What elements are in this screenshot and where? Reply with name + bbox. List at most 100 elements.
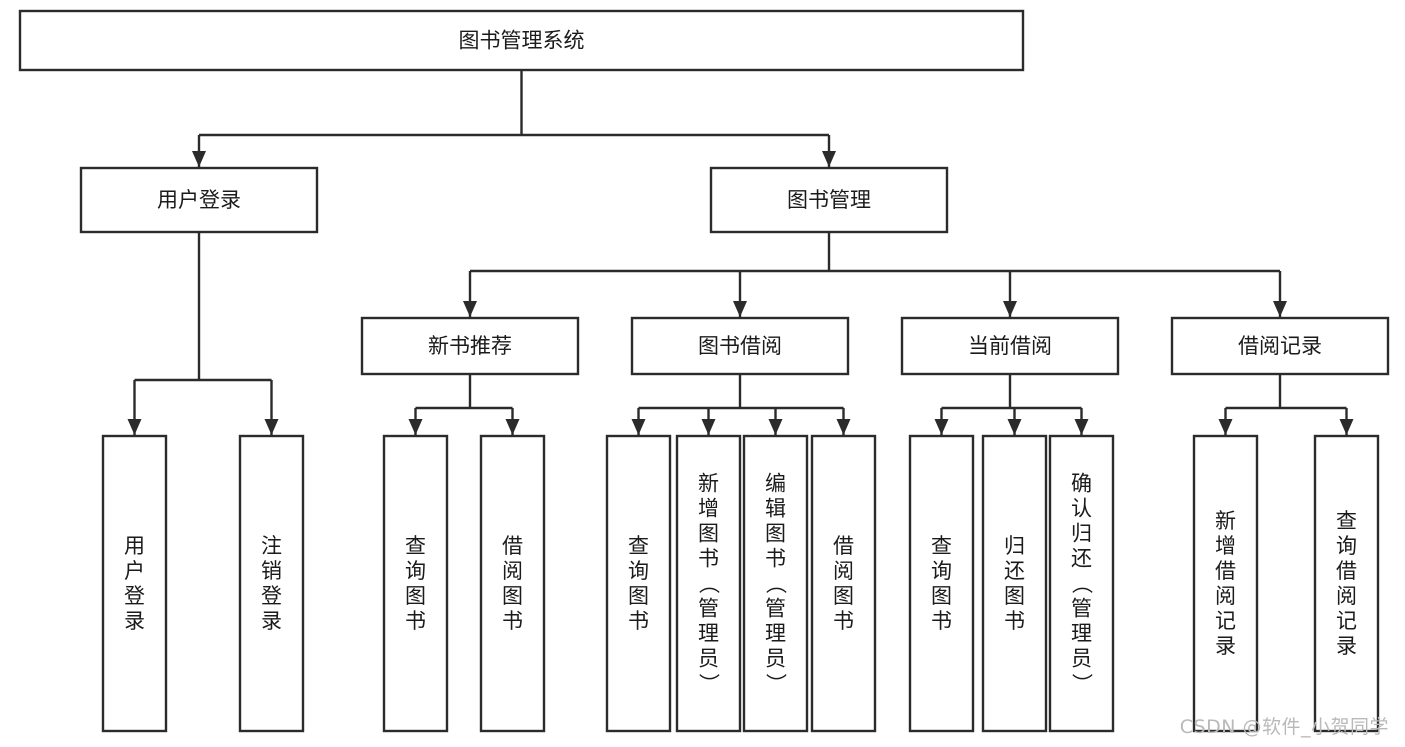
svg-text:借: 借: [833, 534, 854, 558]
connector-arrow-icon: [934, 419, 949, 435]
svg-text:登: 登: [261, 584, 282, 608]
node-leaf-logout-box[interactable]: [238, 434, 305, 733]
node-current-borrow-box[interactable]: [900, 316, 1120, 376]
connector-arrow-icon: [733, 301, 747, 317]
connector-arrow-icon: [631, 419, 646, 435]
node-leaf-query-borrow-record-box[interactable]: [1313, 434, 1380, 733]
connector-arrow-icon: [1003, 301, 1017, 317]
svg-text:图: 图: [405, 584, 426, 608]
connector-arrow-icon: [264, 419, 279, 435]
connector-arrow-icon: [836, 419, 851, 435]
node-book-manage-label: 图书管理: [787, 188, 871, 212]
node-root-label: 图书管理系统: [459, 29, 585, 53]
svg-text:图: 图: [502, 584, 523, 608]
svg-text:员: 员: [765, 647, 786, 671]
svg-text:图: 图: [698, 522, 719, 546]
node-layer: 图书管理系统用户登录图书管理新书推荐图书借阅当前借阅借阅记录用户登录注销登录查询…: [18, 9, 1390, 733]
svg-text:书: 书: [931, 609, 952, 633]
node-leaf-add-borrow-record-box[interactable]: [1192, 434, 1259, 733]
svg-text:新: 新: [1215, 509, 1236, 533]
svg-text:阅: 阅: [1336, 584, 1357, 608]
node-user-login-label: 用户登录: [157, 188, 241, 212]
svg-text:图: 图: [1004, 584, 1025, 608]
node-borrow-record-label: 借阅记录: [1238, 334, 1322, 358]
svg-text:询: 询: [1336, 534, 1357, 558]
svg-text:图: 图: [628, 584, 649, 608]
node-new-book-recommend-label: 新书推荐: [428, 334, 512, 358]
svg-text:借: 借: [502, 534, 523, 558]
svg-text:管: 管: [1071, 597, 1092, 621]
node-borrow-record-box[interactable]: [1170, 316, 1390, 376]
connector-arrow-icon: [1074, 419, 1089, 435]
svg-text:录: 录: [1215, 634, 1236, 658]
svg-text:（: （: [764, 573, 788, 594]
svg-text:查: 查: [628, 534, 649, 558]
svg-text:理: 理: [698, 622, 719, 646]
svg-text:归: 归: [1071, 522, 1092, 546]
svg-text:询: 询: [405, 559, 426, 583]
svg-text:借: 借: [1336, 559, 1357, 583]
svg-text:书: 书: [1004, 609, 1025, 633]
node-book-borrow-label: 图书借阅: [698, 334, 782, 358]
svg-text:登: 登: [124, 584, 145, 608]
svg-text:录: 录: [261, 609, 282, 633]
node-leaf-return-book-box[interactable]: [981, 434, 1048, 733]
node-new-book-recommend-box[interactable]: [360, 316, 580, 376]
connector-arrow-icon: [1273, 301, 1287, 317]
node-leaf-query-book-3-box[interactable]: [908, 434, 975, 733]
svg-text:）: ）: [764, 673, 788, 694]
svg-text:记: 记: [1215, 609, 1236, 633]
node-user-login-box[interactable]: [79, 166, 319, 234]
node-leaf-query-book-1-box[interactable]: [382, 434, 449, 733]
node-root-box[interactable]: [18, 9, 1025, 72]
node-leaf-user-login-label: 用户登录: [124, 534, 145, 633]
svg-text:阅: 阅: [1215, 584, 1236, 608]
svg-text:管: 管: [698, 597, 719, 621]
svg-text:理: 理: [1071, 622, 1092, 646]
svg-text:书: 书: [405, 609, 426, 633]
svg-text:员: 员: [698, 647, 719, 671]
node-leaf-edit-book-admin-box[interactable]: [742, 434, 809, 733]
svg-text:阅: 阅: [833, 559, 854, 583]
node-leaf-add-book-admin-box[interactable]: [675, 434, 742, 733]
svg-text:归: 归: [1004, 534, 1025, 558]
svg-text:员: 员: [1071, 647, 1092, 671]
svg-text:询: 询: [931, 559, 952, 583]
svg-text:新: 新: [698, 472, 719, 496]
svg-text:书: 书: [502, 609, 523, 633]
node-leaf-borrow-book-2-box[interactable]: [810, 434, 877, 733]
node-leaf-confirm-return-admin-box[interactable]: [1048, 434, 1115, 733]
connector-layer: [127, 70, 1354, 435]
svg-text:记: 记: [1336, 609, 1357, 633]
svg-text:认: 认: [1071, 497, 1092, 521]
svg-text:还: 还: [1004, 559, 1025, 583]
svg-text:书: 书: [765, 547, 786, 571]
svg-text:查: 查: [405, 534, 426, 558]
svg-text:图: 图: [931, 584, 952, 608]
connector-arrow-icon: [408, 419, 423, 435]
svg-text:（: （: [697, 573, 721, 594]
node-leaf-query-book-2-box[interactable]: [605, 434, 672, 733]
connector-arrow-icon: [1339, 419, 1354, 435]
node-book-borrow-box[interactable]: [630, 316, 850, 376]
node-book-manage-box[interactable]: [709, 166, 949, 234]
node-leaf-user-login-box[interactable]: [101, 434, 168, 733]
svg-text:阅: 阅: [502, 559, 523, 583]
svg-text:书: 书: [833, 609, 854, 633]
node-leaf-borrow-book-1-box[interactable]: [479, 434, 546, 733]
svg-text:借: 借: [1215, 559, 1236, 583]
svg-text:查: 查: [1336, 509, 1357, 533]
svg-text:增: 增: [698, 497, 719, 521]
svg-text:增: 增: [1215, 534, 1236, 558]
